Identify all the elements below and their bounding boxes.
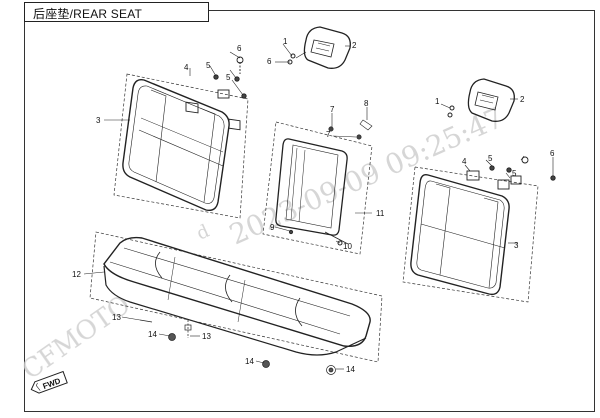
callout-9: 9	[270, 223, 275, 232]
callout-10: 10	[343, 242, 352, 251]
frame-top-border	[209, 10, 595, 12]
callout-2-right: 2	[520, 95, 525, 104]
callout-7-mid: 7	[326, 130, 331, 139]
watermark-mid: d	[193, 221, 212, 245]
callout-3-right: 3	[514, 241, 519, 250]
left-backrest	[122, 78, 230, 212]
left-backrest-guide	[113, 73, 249, 219]
callout-13-right: 13	[202, 332, 211, 341]
center-backrest-guide	[262, 121, 373, 255]
callout-14-mid: 14	[245, 357, 254, 366]
seat-cushion-guide	[89, 231, 383, 363]
seat-fasteners	[139, 319, 336, 375]
callout-5-left-b: 5	[226, 73, 231, 82]
frame-left-border	[24, 22, 26, 412]
frame-bottom-border	[24, 411, 595, 413]
seat-cushion	[103, 236, 371, 356]
callout-11: 11	[376, 209, 385, 218]
title-box: 后座垫/REAR SEAT	[24, 2, 209, 22]
callout-12: 12	[72, 270, 81, 279]
callout-13-left: 13	[112, 313, 121, 322]
right-backrest-guide	[402, 166, 539, 303]
callout-14-left: 14	[148, 330, 157, 339]
callout-5-left: 5	[206, 61, 211, 70]
callout-4-right: 4	[462, 157, 467, 166]
leader-lines	[83, 43, 554, 370]
callout-2-left: 2	[352, 41, 357, 50]
callout-6-right: 6	[550, 149, 555, 158]
watermark-stamp: 2023-09-09 09:25:47	[224, 101, 508, 252]
callout-4-left: 4	[184, 63, 189, 72]
callout-labels: 3 6 6 1 2 4 5 5 7 7 8 11 9 10 12 13 14 1…	[72, 37, 555, 374]
callout-6-left: 6	[267, 57, 272, 66]
watermark: CFMOTO 2023-09-09 09:25:47 d	[17, 101, 509, 386]
callout-5-right: 5	[488, 154, 493, 163]
left-headrest	[287, 26, 351, 69]
callout-1-right: 1	[435, 97, 440, 106]
left-hinge-brackets	[185, 56, 247, 131]
callout-6-left-top: 6	[237, 44, 242, 53]
callout-5-right-b: 5	[512, 169, 517, 178]
callout-8: 8	[364, 99, 369, 108]
frame-right-border	[594, 10, 596, 412]
callout-3-left: 3	[96, 116, 101, 125]
callout-1-left: 1	[283, 37, 288, 46]
page-title: 后座垫/REAR SEAT	[33, 7, 143, 21]
callout-14-right: 14	[346, 365, 355, 374]
center-backrest	[275, 138, 349, 246]
center-fasteners	[288, 119, 373, 235]
right-backrest	[410, 173, 510, 296]
right-headrest	[447, 78, 515, 122]
callout-7-top: 7	[330, 105, 335, 114]
